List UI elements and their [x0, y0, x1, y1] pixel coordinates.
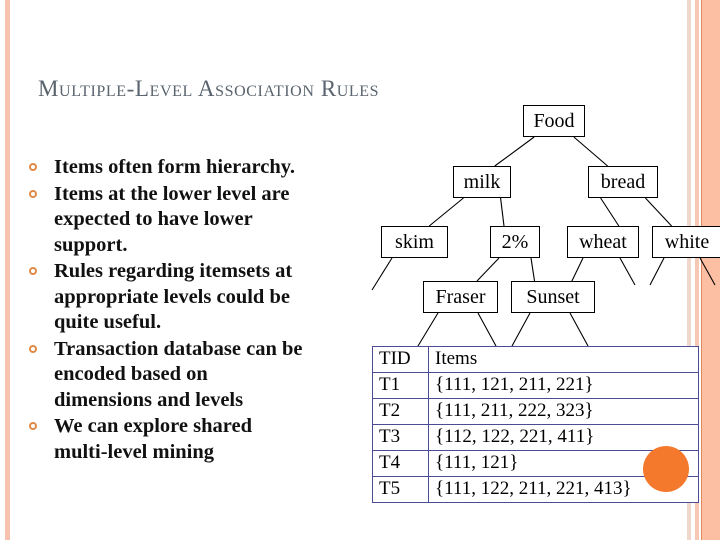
tree-edge-bread-wheat	[600, 197, 620, 227]
bullet-item: Items often form hierarchy.	[26, 155, 376, 181]
table-cell-items: {111, 121, 211, 221}	[428, 372, 699, 399]
left-accent-stripe	[5, 0, 10, 540]
table-row: T2{111, 211, 222, 323}	[372, 398, 699, 425]
tree-edge-stub-1	[569, 257, 584, 286]
bullet-circle-icon	[29, 422, 37, 430]
bullet-line: Transaction database can be	[54, 337, 303, 360]
table-cell-items: {111, 211, 222, 323}	[428, 398, 699, 425]
tree-edge-stub-3	[649, 257, 665, 286]
bullet-line: dimensions and levels	[54, 388, 244, 411]
table-cell-tid: T2	[372, 398, 429, 425]
table-cell-tid: T4	[372, 450, 429, 477]
bullet-item: Transaction database can be encoded based…	[26, 337, 376, 414]
bullet-line: Items at the lower level are	[54, 182, 290, 205]
tree-edge-stub-6	[477, 312, 497, 347]
tree-edge-stub-8	[569, 312, 589, 347]
bullet-circle-icon	[29, 344, 37, 353]
tree-edge-2pct-fraser	[476, 257, 500, 282]
table-cell-items: {112, 122, 221, 411}	[428, 424, 699, 451]
bullet-line: encoded based on	[54, 363, 208, 385]
bullet-line: support.	[54, 233, 128, 256]
table-cell-tid: T5	[372, 476, 429, 503]
tree-edge-2pct-sunset	[530, 257, 536, 282]
table-column-header: TID	[372, 346, 429, 373]
tree-edge-stub-7	[511, 312, 531, 347]
table-column-header: Items	[428, 346, 699, 373]
bullet-line: multi-level mining	[54, 440, 215, 463]
table-row: T3{112, 122, 221, 411}	[372, 424, 699, 451]
table-row: T1{111, 121, 211, 221}	[372, 372, 699, 399]
tree-edge-milk-2pct	[500, 197, 505, 227]
tree-edge-bread-white	[644, 197, 673, 227]
tree-edge-stub-4	[699, 257, 716, 286]
tree-edge-food-bread	[573, 136, 608, 167]
bullet-circle-icon	[29, 267, 37, 275]
bullet-list: Items often form hierarchy. Items at the …	[26, 155, 376, 466]
tree-edge-milk-skim	[428, 197, 464, 227]
orange-circle-accent	[643, 446, 689, 492]
tree-edge-stub-0	[371, 257, 393, 291]
bullet-line: expected to have lower	[54, 208, 253, 230]
right-accent-rule	[701, 0, 702, 540]
bullet-line: appropriate levels could be	[54, 285, 290, 308]
bullet-line: Items often form hierarchy.	[54, 156, 296, 178]
bullet-line: Rules regarding itemsets at	[54, 260, 293, 282]
bullet-item: We can explore shared multi-level mining	[26, 414, 376, 465]
tree-edge-food-milk	[494, 136, 535, 167]
right-accent-stripe-thin1	[687, 0, 691, 540]
bullet-item: Rules regarding itemsets at appropriate …	[26, 259, 376, 336]
right-accent-stripe-thin2	[695, 0, 699, 540]
bullet-item: Items at the lower level are expected to …	[26, 182, 376, 259]
table-cell-tid: T3	[372, 424, 429, 451]
table-cell-tid: T1	[372, 372, 429, 399]
tree-edge-stub-2	[619, 257, 636, 286]
bullet-line: quite useful.	[54, 311, 162, 333]
bullet-circle-icon	[29, 163, 37, 171]
right-accent-stripe-wide	[701, 0, 720, 540]
bullet-circle-icon	[29, 189, 37, 198]
page-title: Multiple-Level Association Rules	[38, 76, 380, 101]
bullet-line: We can explore shared	[54, 415, 252, 437]
tree-edge-stub-5	[417, 312, 439, 347]
